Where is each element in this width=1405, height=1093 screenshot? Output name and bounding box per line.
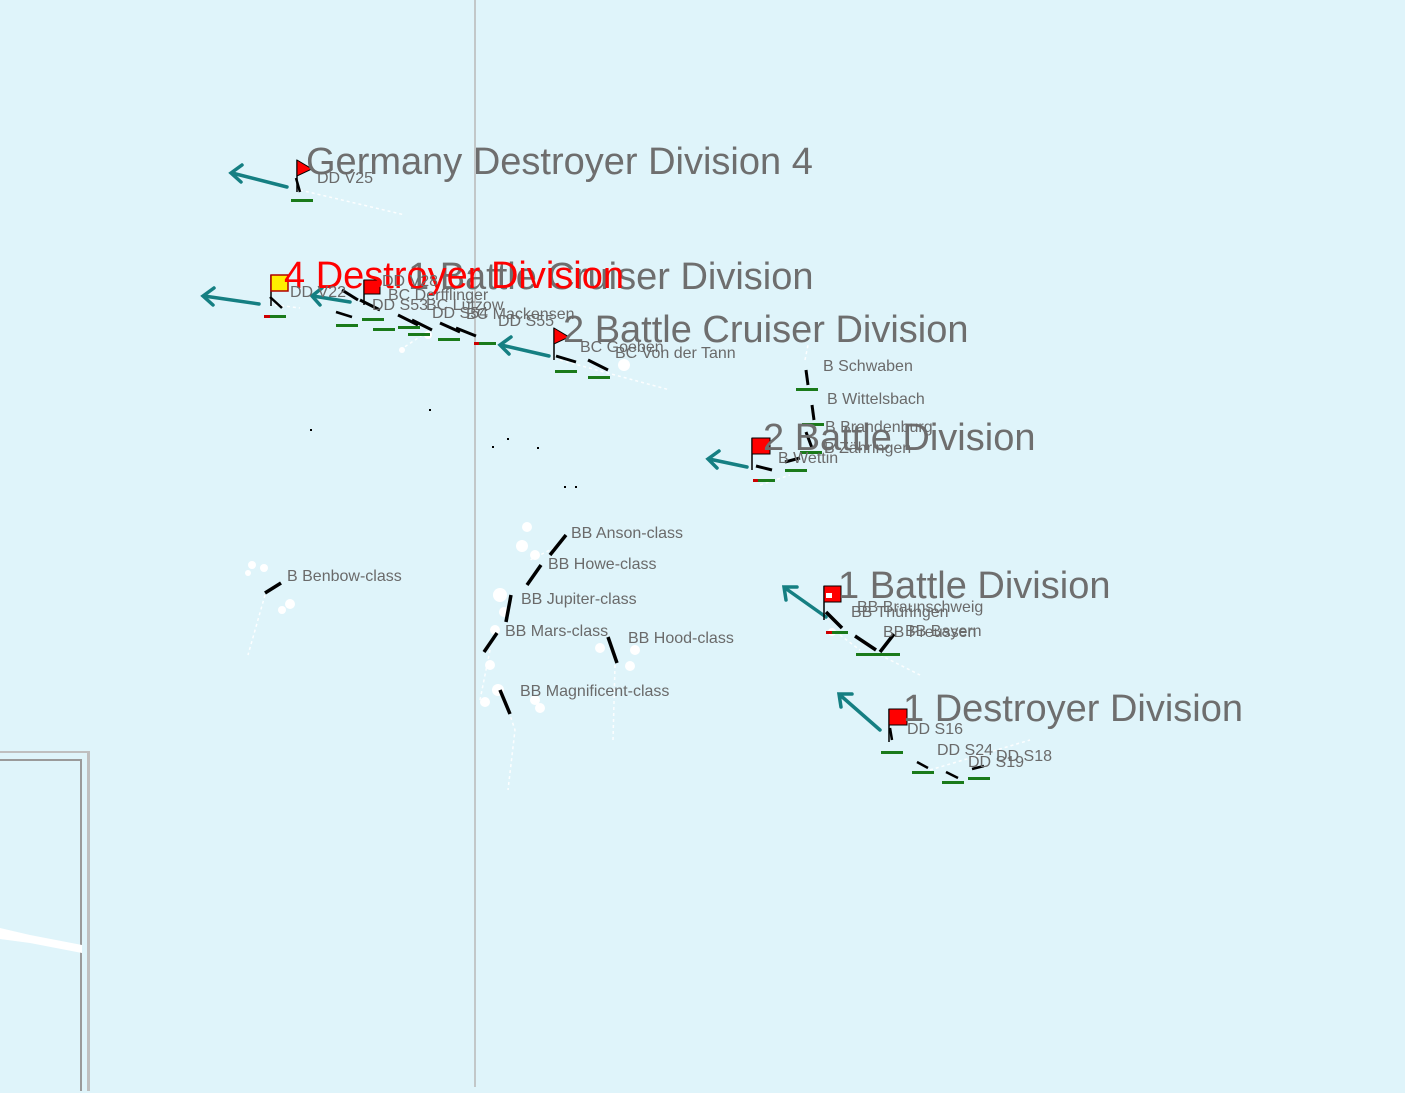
ship-icon-bb-braunschweig bbox=[824, 610, 848, 634]
heading-arrow-ger-dd4 bbox=[228, 163, 289, 189]
ship-icon-dd-s16 bbox=[881, 727, 903, 754]
division-label-bc1[interactable]: 1 Battle Cruiser Division bbox=[408, 256, 814, 298]
flag-b2 bbox=[751, 437, 771, 470]
ship-label-b-benbow-class[interactable]: B Benbow-class bbox=[287, 568, 402, 585]
ship-icon-dd-s24 bbox=[912, 760, 934, 774]
ship-icon-b-schwaben bbox=[796, 369, 818, 391]
heading-arrow-bc2 bbox=[497, 335, 551, 358]
ship-label-bb-braunschweig[interactable]: BB Braunschweig bbox=[857, 599, 984, 616]
ship-label-bb-magnificent-class[interactable]: BB Magnificent-class bbox=[520, 683, 670, 700]
heading-arrow-b2 bbox=[705, 449, 749, 470]
ship-label-dd-s24[interactable]: DD S24 bbox=[937, 742, 994, 759]
ship-label-dd-v22[interactable]: DD V22 bbox=[290, 284, 347, 301]
ship-label-bb-mars-class[interactable]: BB Mars-class bbox=[505, 623, 609, 640]
division-label-b2[interactable]: 2 Battle Division bbox=[763, 417, 1036, 459]
ship-label-bb-hood-class[interactable]: BB Hood-class bbox=[628, 630, 734, 647]
division-label-ger-dd4[interactable]: Germany Destroyer Division 4 bbox=[306, 141, 813, 183]
ship-icon-bb-mars-class bbox=[482, 632, 499, 653]
heading-arrow-dd4 bbox=[200, 286, 261, 307]
ship-label-dd-s18[interactable]: DD S18 bbox=[996, 748, 1053, 765]
ship-icon-b-wittelsbach bbox=[802, 404, 824, 426]
flag-dd4-selected bbox=[270, 274, 289, 306]
ship-icon-dd-s54 bbox=[397, 313, 420, 329]
ship-label-b-zahringen[interactable]: B Zähringen bbox=[824, 440, 912, 457]
ship-icon-dd-v22 bbox=[264, 296, 286, 318]
ship-label-bb-bayern[interactable]: BB Bayern bbox=[905, 623, 982, 640]
ship-icon-bb-jupiter-class bbox=[504, 594, 513, 623]
heading-arrow-b1 bbox=[781, 585, 828, 619]
flag-b1 bbox=[823, 585, 842, 620]
division-label-dd4-selected[interactable]: 4 Destroyer Division bbox=[284, 255, 624, 297]
flag-dd1 bbox=[888, 708, 908, 742]
ship-label-bb-jupiter-class[interactable]: BB Jupiter-class bbox=[521, 591, 637, 608]
smoke-puffs bbox=[245, 331, 836, 713]
division-flags[interactable] bbox=[270, 159, 908, 742]
ship-label-dd-s19[interactable]: DD S19 bbox=[968, 754, 1025, 771]
ship-icon-bb-thuringen bbox=[854, 634, 878, 656]
ship-label-dd-s53[interactable]: DD S53 bbox=[372, 297, 429, 314]
ship-label-bc-lutzow[interactable]: BC Lützow bbox=[426, 297, 504, 314]
ship-label-b-schwaben[interactable]: B Schwaben bbox=[823, 358, 913, 375]
ship-icons[interactable] bbox=[264, 177, 990, 784]
ship-label-b-wittelsbach[interactable]: B Wittelsbach bbox=[827, 391, 925, 408]
ship-label-dd-s54[interactable]: DD S54 bbox=[432, 305, 489, 322]
map-inset-panel[interactable] bbox=[0, 751, 90, 1091]
ship-icon-bc-lutzow bbox=[408, 318, 433, 336]
ship-icon-b-brandenburg bbox=[800, 431, 822, 454]
division-label-bc2[interactable]: 2 Battle Cruiser Division bbox=[563, 309, 969, 351]
heading-arrow-dd1 bbox=[836, 692, 882, 732]
ship-label-b-wettin[interactable]: B Wettin bbox=[778, 450, 839, 467]
ship-icon-bc-mackensen bbox=[455, 326, 496, 345]
ship-icon-bb-hood-class bbox=[606, 636, 619, 664]
ship-label-dd-s55[interactable]: DD S55 bbox=[498, 313, 555, 330]
ship-label-bc-goeben[interactable]: BC Goeben bbox=[580, 339, 664, 356]
ship-icon-bb-anson-class bbox=[548, 533, 568, 557]
division-label-dd1[interactable]: 1 Destroyer Division bbox=[903, 688, 1243, 730]
ship-label-b-brandenburg[interactable]: B Brandenburg bbox=[825, 419, 933, 436]
ship-label-bc-von-der-tann[interactable]: BC Von der Tann bbox=[615, 345, 736, 362]
ship-icon-bb-magnificent-class bbox=[498, 689, 512, 715]
ship-label-bb-thuringen[interactable]: BB Thüringen bbox=[851, 604, 949, 621]
wake-trails bbox=[247, 189, 1031, 791]
ship-label-bc-derfflinger[interactable]: BC Derfflinger bbox=[388, 287, 489, 304]
flag-bc2 bbox=[553, 327, 571, 360]
ship-icon-bc-von-der-tann bbox=[587, 358, 610, 379]
ship-icon-dd-s53 bbox=[341, 288, 384, 321]
ship-label-dd-v25[interactable]: DD V25 bbox=[317, 170, 374, 187]
flag-bc1 bbox=[363, 279, 381, 305]
ship-icon-dd-s19 bbox=[942, 770, 964, 784]
ship-label-bb-anson-class[interactable]: BB Anson-class bbox=[571, 525, 684, 542]
ship-icon-bb-bayern bbox=[878, 632, 900, 656]
division-label-b1[interactable]: 1 Battle Division bbox=[838, 565, 1111, 607]
debris-specks bbox=[310, 409, 577, 488]
heading-arrows bbox=[200, 163, 882, 732]
ship-icon-b-zahringen bbox=[784, 456, 807, 472]
ship-label-bb-howe-class[interactable]: BB Howe-class bbox=[548, 556, 657, 573]
ship-icon-b-wettin bbox=[753, 464, 775, 482]
map-inset-frame bbox=[0, 759, 82, 1091]
heading-arrow-bc1 bbox=[309, 286, 352, 307]
map-inset-coastline bbox=[0, 928, 82, 953]
flag-ger-dd4 bbox=[296, 159, 314, 192]
ship-label-bc-mackensen[interactable]: BC Mackensen bbox=[466, 306, 575, 323]
ship-icon-bb-howe-class bbox=[525, 563, 543, 587]
ship-icon-dd-v28 bbox=[335, 310, 358, 327]
ship-label-bb-preussen[interactable]: BB Preussen bbox=[883, 624, 977, 641]
ship-label-dd-s16[interactable]: DD S16 bbox=[907, 721, 964, 738]
ship-icon-dd-s55 bbox=[438, 321, 461, 341]
ship-icon-bc-goeben bbox=[555, 354, 577, 373]
ship-icon-b-benbow-class bbox=[264, 581, 282, 595]
ship-label-dd-v28[interactable]: DD V28 bbox=[382, 273, 439, 290]
ship-icon-dd-s18 bbox=[968, 764, 990, 780]
